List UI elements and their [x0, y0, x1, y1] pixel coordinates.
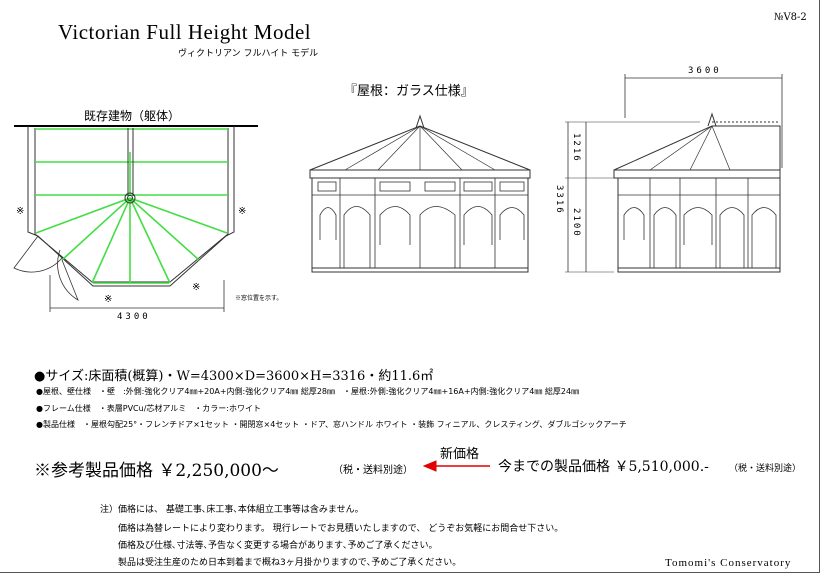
spec-product: ●製品仕様 ・屋根勾配25°・フレンチドア×1セット ・開閉窓×4セット ・ドア…	[36, 420, 627, 429]
document-number: №V8-2	[774, 12, 807, 23]
height-wall-dimension: 2100	[571, 208, 581, 238]
new-price-arrow	[422, 460, 490, 472]
plan-label: 既存建物（躯体）	[84, 109, 181, 123]
window-mark: ※	[104, 294, 113, 305]
page-title: Victorian Full Height Model	[58, 20, 312, 44]
note-item: 価格は為替レートにより変わります。 現行レートでお見積いたしますので、 どうぞお…	[118, 524, 564, 534]
new-price-label: 新価格	[440, 447, 480, 462]
plan-view	[13, 125, 258, 312]
side-elevation	[565, 74, 783, 273]
brand-name: Tomomi's Conservatory	[665, 557, 792, 569]
height-roof-dimension: 1216	[571, 133, 581, 163]
depth-dimension: 3600	[688, 66, 722, 76]
height-total-dimension: 3316	[554, 185, 564, 215]
window-mark: ※	[16, 206, 25, 217]
note-item: 製品は受注生産のため日本到着まで概ね3ヶ月掛かりますので､予めご了承ください。	[118, 558, 462, 568]
spec-size: ●サイズ:床面積(概算)・W=4300×D=3600×H=3316・約11.6㎡	[34, 369, 434, 384]
front-elevation	[309, 114, 531, 273]
window-mark: ※	[238, 206, 247, 217]
reference-price: ※参考製品価格 ￥2,250,000～	[34, 461, 279, 481]
legend-note: ※窓位置を示す。	[235, 295, 283, 302]
note-item: 価格及び仕様､寸法等､予告なく変更する場合があります､予めご了承ください。	[118, 541, 438, 551]
window-mark: ※	[192, 282, 201, 293]
spec-frame: ●フレーム仕様 ・表層PVCu/芯材アルミ ・カラー:ホワイト	[36, 404, 262, 413]
notes-prefix: 注）	[100, 505, 119, 515]
roof-label: 『屋根：ガラス仕様』	[344, 84, 474, 99]
old-price-tax: （税・送料別途）	[729, 464, 802, 474]
width-dimension: 4300	[117, 312, 151, 322]
old-price: 今までの製品価格 ￥5,510,000.-	[498, 459, 709, 475]
note-item: 価格には、 基礎工事､床工事､本体組立工事等は含みません。	[118, 505, 364, 515]
page-subtitle: ヴィクトリアン フルハイト モデル	[178, 49, 319, 59]
spec-roof-wall: ●屋根、壁仕様 ・壁 :外側:強化クリア4㎜+20A+内側:強化クリア4㎜ 総厚…	[36, 387, 580, 396]
reference-price-tax: （税・送料別途）	[333, 465, 413, 476]
